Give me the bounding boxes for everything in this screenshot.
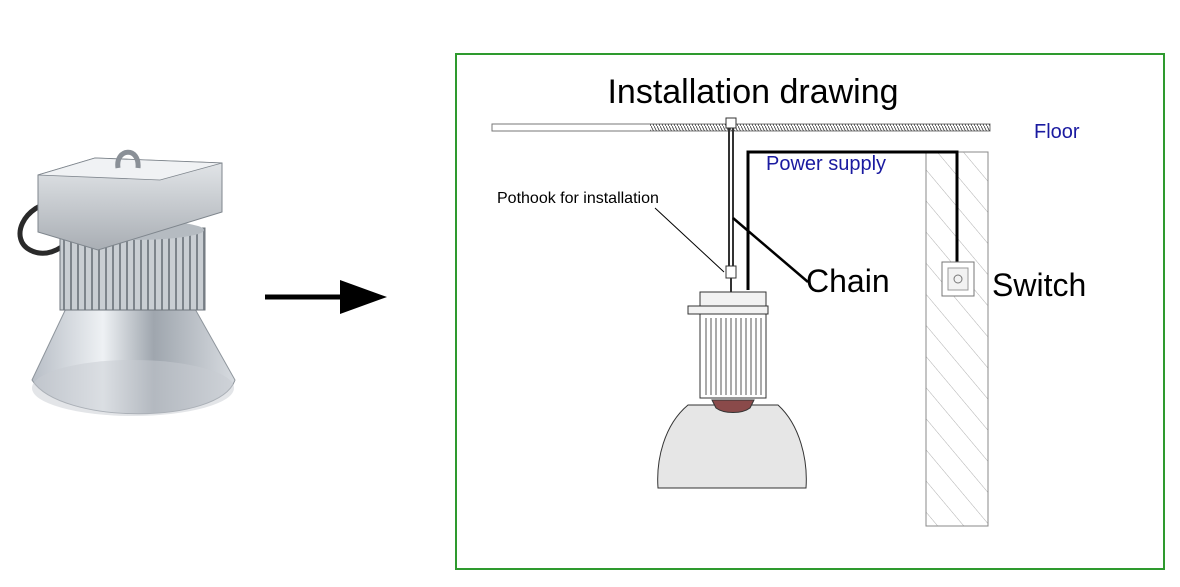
chain-label: Chain <box>806 263 890 299</box>
power-supply-label: Power supply <box>766 153 886 175</box>
pothook-label: Pothook for installation <box>497 190 659 207</box>
led-highbay-product-photo <box>17 149 236 416</box>
diagram-frame <box>455 53 1165 570</box>
pothook-leader-line <box>654 207 725 273</box>
switch-box <box>941 261 975 297</box>
ceiling-slab <box>491 123 991 132</box>
chain-leader-line <box>732 217 809 283</box>
diagram-title: Installation drawing <box>607 73 898 111</box>
power-supply-wire <box>746 150 959 290</box>
floor-label: Floor <box>1034 121 1080 143</box>
suspension-chain <box>725 117 737 292</box>
switch-label: Switch <box>992 267 1086 303</box>
right-arrow-icon <box>265 280 387 314</box>
lamp-drawing <box>657 291 807 489</box>
